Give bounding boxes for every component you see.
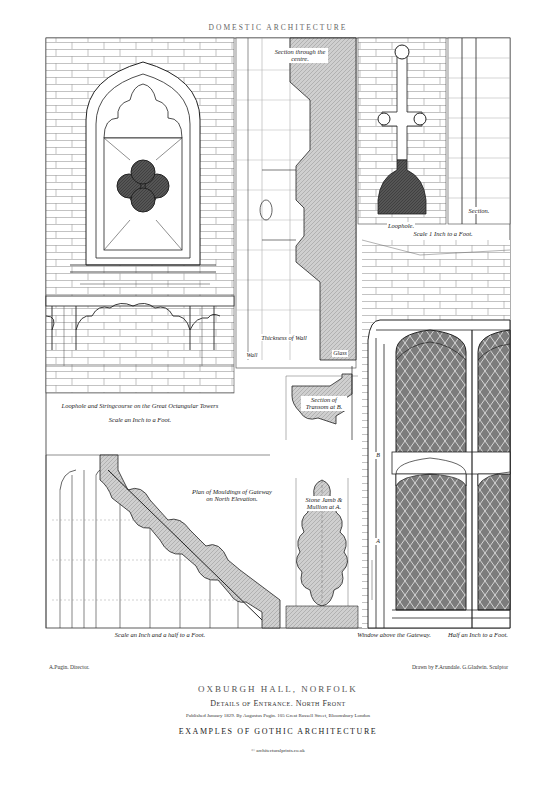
publication-note: Published January 1829. By Augustus Pugi… (185, 713, 371, 719)
credit-note: A.Pugin. Director. (48, 664, 90, 670)
scale-note: Scale 1 Inch to a Foot. (412, 230, 473, 237)
drawing-title: Section through the centre. (272, 48, 328, 63)
credit-note: Drawn by F.Arundale. G.Gladwin. Sculptor (411, 664, 509, 670)
drawing-title: Window above the Gateway. (356, 631, 432, 638)
drawing-title: Section. (468, 207, 491, 214)
scale-note: Scale an Inch and a half to a Foot. (114, 631, 206, 638)
scale-note: Scale an Inch to a Foot. (108, 416, 172, 423)
plate-header: DOMESTIC ARCHITECTURE (208, 24, 349, 33)
callout-letter: A (375, 538, 381, 545)
scale-note: Half an Inch to a Foot. (447, 631, 509, 638)
series-title: EXAMPLES OF GOTHIC ARCHITECTURE (178, 727, 379, 736)
drawing-title: Section of Transom at B. (301, 396, 347, 411)
plate-caption: Details of Entrance. North Front (209, 699, 346, 708)
plate-title: OXBURGH HALL, NORFOLK (197, 684, 359, 694)
drawing-title: Stone Jamb & Mullion at A. (303, 496, 345, 511)
dimension-note: Thickness of Wall (260, 334, 308, 341)
part-name: Wall (246, 352, 259, 359)
part-name: Glass (332, 350, 348, 357)
callout-letter: B (375, 452, 381, 459)
drawing-title: Plan of Mouldings of Gateway on North El… (191, 488, 273, 503)
drawing-title: Loophole and Stringcourse on the Great O… (61, 402, 220, 409)
drawing-title: Loophole. (387, 222, 415, 229)
copyright-note: © architecturalprints.co.uk (250, 748, 306, 754)
